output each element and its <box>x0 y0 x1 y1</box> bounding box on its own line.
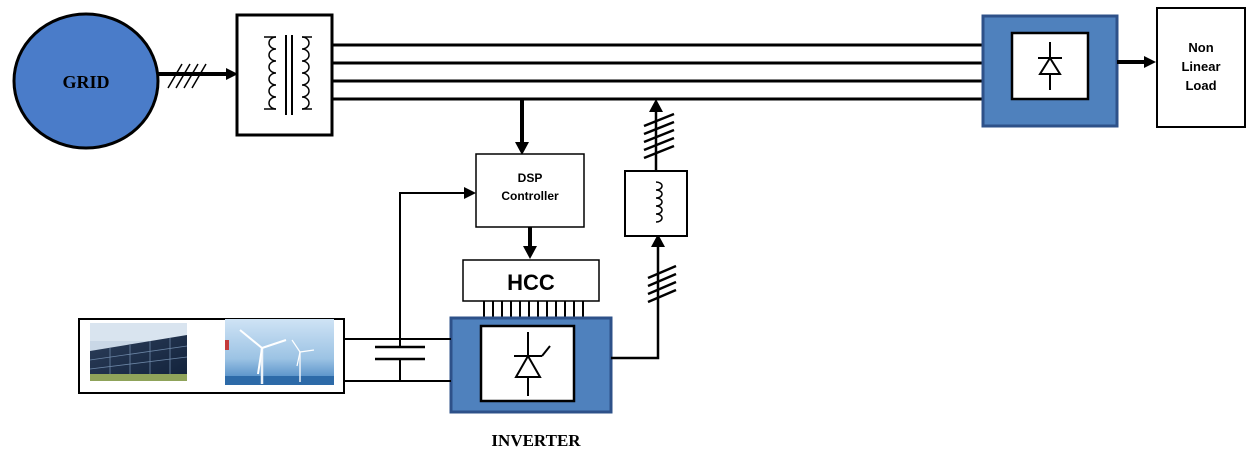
capacitor-icon <box>375 345 425 361</box>
grid-circle <box>12 12 160 150</box>
load-label-line1: Non <box>1188 40 1213 55</box>
grid-source: GRID <box>12 12 160 150</box>
transformer-icon <box>264 35 312 115</box>
diode-rectifier-icon <box>1038 42 1062 90</box>
igbt-inverter-icon <box>514 332 551 396</box>
three-phase-bus <box>332 43 985 101</box>
load-label-line2: Linear <box>1181 59 1220 74</box>
dc-feedback-path <box>399 187 476 339</box>
non-linear-load-block: Non Linear Load <box>1156 7 1246 128</box>
grid-label: GRID <box>62 72 109 92</box>
hcc-block: HCC <box>462 259 600 302</box>
phase-hatch-lower <box>647 264 677 304</box>
load-feed-arrow <box>1117 56 1156 68</box>
hcc-label: HCC <box>507 270 555 295</box>
inverter-output-path <box>611 234 677 360</box>
dc-link <box>344 338 451 382</box>
rectifier-block <box>981 14 1119 128</box>
dsp-label-line2: Controller <box>501 189 559 203</box>
inductor-icon <box>655 181 663 223</box>
inverter-label: INVERTER <box>491 431 581 450</box>
gate-signal-lines <box>483 301 584 318</box>
inductor-block <box>624 170 688 237</box>
bus-to-dsp-arrow <box>515 99 529 155</box>
inductor-to-bus-path <box>643 99 675 171</box>
dsp-label-line1: DSP <box>518 171 543 185</box>
grid-feed-arrow <box>158 63 238 89</box>
dsp-controller-block: DSP Controller <box>475 153 585 228</box>
dsp-to-hcc-arrow <box>523 227 537 259</box>
phase-hatch-upper <box>643 112 675 160</box>
transformer-block <box>235 13 334 137</box>
wind-turbine-image <box>225 319 334 385</box>
load-label-line3: Load <box>1185 78 1216 93</box>
inverter-block <box>449 316 613 414</box>
renewable-sources-block <box>78 318 345 394</box>
solar-panel-image <box>89 323 188 381</box>
